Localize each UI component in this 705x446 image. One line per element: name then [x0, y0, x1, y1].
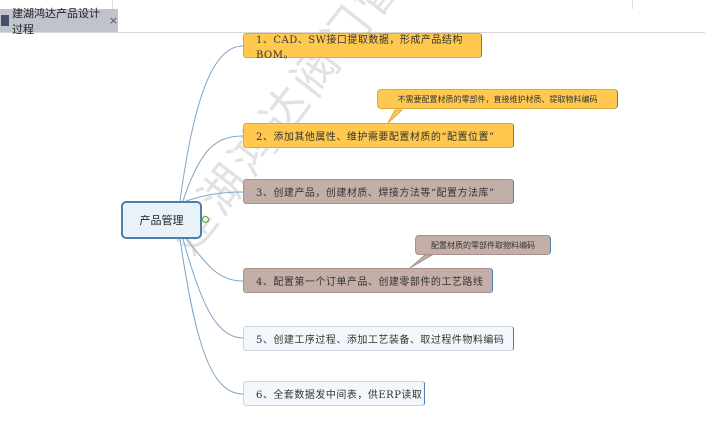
- central-topic[interactable]: 产品管理: [121, 201, 202, 239]
- tab-document[interactable]: 建湖鸿达产品设计过程 ×: [0, 7, 118, 36]
- callout-1[interactable]: 不需要配置材质的零部件，直接维护材质、提取物料编码: [377, 89, 618, 109]
- topic-4[interactable]: 4、配置第一个订单产品、创建零部件的工艺路线: [243, 268, 493, 293]
- topic-5[interactable]: 5、创建工序过程、添加工艺装备、取过程件物料编码: [243, 326, 514, 351]
- collapse-toggle[interactable]: [202, 216, 209, 223]
- mindmap-icon: [1, 15, 10, 26]
- topic-6[interactable]: 6、全套数据发中间表，供ERP读取: [243, 381, 425, 406]
- callout-2[interactable]: 配置材质的零部件取物料编码: [415, 235, 551, 255]
- topic-1[interactable]: 1、CAD、SW接口提取数据，形成产品结构BOM。: [243, 33, 482, 61]
- topic-3[interactable]: 3、创建产品，创建材质、焊接方法等“配置方法库”: [243, 179, 514, 204]
- tab-bar: 建湖鸿达产品设计过程 ×: [0, 7, 705, 36]
- tab-title: 建湖鸿达产品设计过程: [12, 6, 101, 36]
- topic-2[interactable]: 2、添加其他属性、维护需要配置材质的“配置位置”: [243, 123, 514, 148]
- close-icon[interactable]: ×: [108, 14, 118, 27]
